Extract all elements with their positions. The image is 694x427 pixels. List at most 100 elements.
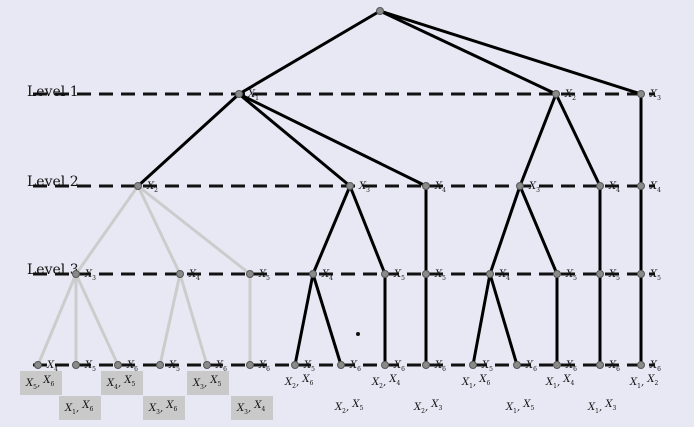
var-letter: X xyxy=(587,402,596,413)
var-letter: X xyxy=(301,374,310,385)
node-label: X5 xyxy=(303,360,315,373)
var-letter: X xyxy=(168,360,177,371)
var-letter: X xyxy=(646,374,655,385)
separator: , xyxy=(383,377,389,388)
edge xyxy=(379,9,557,96)
root-node xyxy=(376,7,384,15)
node-label: X6 xyxy=(349,360,361,373)
edge xyxy=(36,273,78,366)
var-letter: X xyxy=(564,89,573,100)
var-subscript: 4 xyxy=(506,275,510,282)
var-letter: X xyxy=(522,399,531,410)
leaf-pair-label: X1, X3 xyxy=(587,399,616,415)
edge xyxy=(74,185,140,275)
var-letter: X xyxy=(81,400,90,411)
var-subscript: 6 xyxy=(442,366,446,373)
var-letter: X xyxy=(358,181,367,192)
edge xyxy=(74,273,120,366)
var-letter: X xyxy=(434,269,443,280)
var-letter: X xyxy=(123,375,132,386)
node-label: X6 xyxy=(565,360,577,373)
node-label: X3 xyxy=(84,269,96,282)
var-letter: X xyxy=(481,360,490,371)
var-letter: X xyxy=(461,377,470,388)
edge xyxy=(471,273,492,366)
tree-node xyxy=(552,90,560,98)
var-letter: X xyxy=(565,360,574,371)
var-subscript: 2 xyxy=(421,408,425,415)
var-subscript: 5 xyxy=(131,381,135,388)
var-subscript: 3 xyxy=(244,409,248,416)
node-label: X6 xyxy=(525,360,537,373)
var-subscript: 5 xyxy=(176,366,180,373)
var-subscript: 2 xyxy=(342,408,346,415)
tree-node xyxy=(309,270,317,278)
separator: , xyxy=(160,403,166,414)
var-subscript: 4 xyxy=(261,406,265,413)
node-label: X3 xyxy=(528,181,540,194)
tree-node xyxy=(422,270,430,278)
var-letter: X xyxy=(393,360,402,371)
leaf-pair-label: X1, X6 xyxy=(64,400,93,416)
pruned-edges xyxy=(36,184,252,366)
node-label: X3 xyxy=(358,181,370,194)
edge xyxy=(293,273,315,366)
var-subscript: 4 xyxy=(616,187,620,194)
var-letter: X xyxy=(25,378,34,389)
leaf-pair-label: X1, X4 xyxy=(545,374,574,390)
tree-node xyxy=(381,361,389,369)
edge xyxy=(136,185,182,275)
node-label: X6 xyxy=(215,360,227,373)
var-subscript: 5 xyxy=(359,405,363,412)
separator: , xyxy=(599,402,605,413)
var-letter: X xyxy=(545,377,554,388)
tree-node xyxy=(235,90,243,98)
var-letter: X xyxy=(321,269,330,280)
edge xyxy=(238,9,381,96)
node-label: X5 xyxy=(393,269,405,282)
var-subscript: 1 xyxy=(553,383,557,390)
level-3-label: Level 3 xyxy=(27,262,79,278)
edge xyxy=(158,273,182,366)
var-letter: X xyxy=(84,269,93,280)
var-letter: X xyxy=(649,181,658,192)
tree-node xyxy=(422,182,430,190)
edge xyxy=(379,9,642,96)
var-letter: X xyxy=(434,181,443,192)
var-subscript: 5 xyxy=(573,275,577,282)
pruned-pair-box xyxy=(187,371,229,395)
tree-node xyxy=(114,361,122,369)
var-letter: X xyxy=(649,269,658,280)
node-label: X1 xyxy=(247,89,259,102)
edge xyxy=(238,92,351,188)
node-label: X4 xyxy=(608,181,620,194)
var-letter: X xyxy=(649,89,658,100)
var-letter: X xyxy=(629,377,638,388)
tree-node xyxy=(637,90,645,98)
var-letter: X xyxy=(413,402,422,413)
leaf-pair-label: X2, X6 xyxy=(284,374,313,390)
var-subscript: 6 xyxy=(89,406,93,413)
var-subscript: 6 xyxy=(573,366,577,373)
var-subscript: 3 xyxy=(657,95,661,102)
var-subscript: 1 xyxy=(637,383,641,390)
node-label: X4 xyxy=(188,269,200,282)
node-label: X6 xyxy=(393,360,405,373)
var-letter: X xyxy=(525,360,534,371)
tree-node xyxy=(469,361,477,369)
var-letter: X xyxy=(388,374,397,385)
var-subscript: 5 xyxy=(266,275,270,282)
tree-node xyxy=(176,270,184,278)
var-letter: X xyxy=(42,375,51,386)
edge xyxy=(488,273,519,366)
var-letter: X xyxy=(608,181,617,192)
var-subscript: 1 xyxy=(255,95,259,102)
tree-node xyxy=(422,361,430,369)
separator: , xyxy=(248,403,254,414)
var-subscript: 6 xyxy=(533,366,537,373)
var-subscript: 4 xyxy=(657,187,661,194)
node-label: X5 xyxy=(565,269,577,282)
leaf-pair-label: X2, X4 xyxy=(371,374,400,390)
var-subscript: 6 xyxy=(657,366,661,373)
node-label: X5 xyxy=(481,360,493,373)
